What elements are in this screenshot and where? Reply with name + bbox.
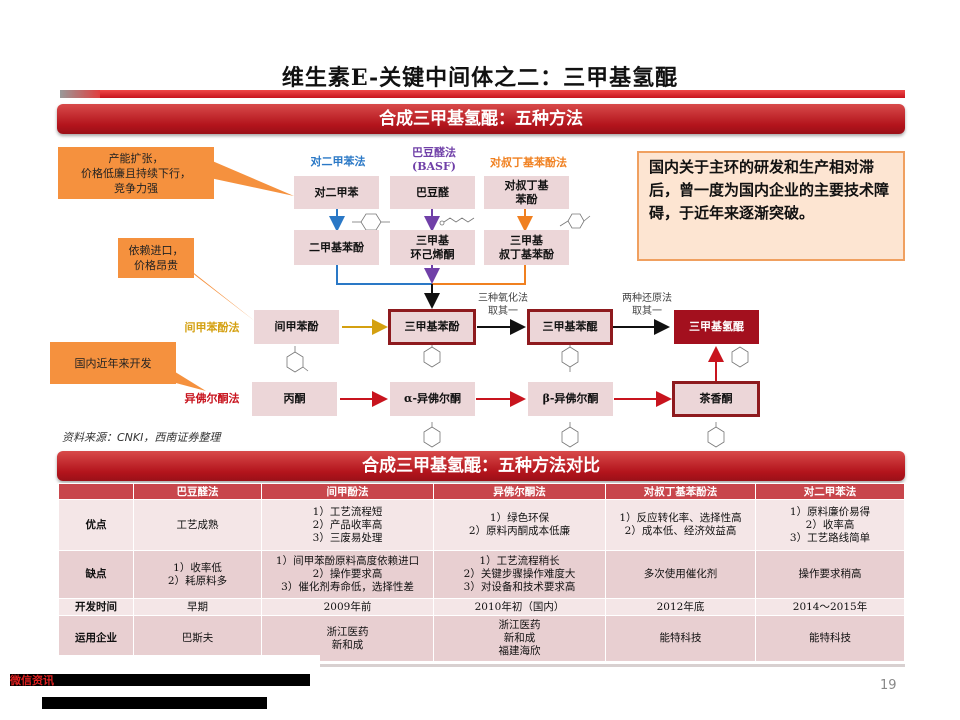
- source-note: 资料来源：CNKI，西南证券整理: [62, 431, 221, 444]
- table-cell: 1）工艺流程短 2）产品收率高 3）三废易处理: [261, 499, 434, 551]
- table-cell: 早期: [133, 598, 262, 616]
- table-header: 对叔丁基苯酚法: [605, 483, 756, 500]
- table-cell: 工艺成熟: [133, 499, 262, 551]
- table-row: 运用企业 巴斯夫 浙江医药 新和成 浙江医药 新和成 福建海欣 能特科技 能特科…: [58, 615, 905, 662]
- callout-isophorone: 国内近年来开发: [50, 342, 176, 384]
- method-label-crotonal-sub: (BASF): [412, 160, 456, 173]
- table-cell: 1）绿色环保 2）原料丙酮成本低廉: [433, 499, 606, 551]
- box-beta-isophorone: β-异佛尔酮: [528, 382, 613, 416]
- section-banner-methods: 合成三甲基氢醌：五种方法: [57, 104, 905, 134]
- method-label-mcresol: 间甲苯酚法: [184, 321, 240, 334]
- table-cell: 1）原料廉价易得 2）收率高 3）工艺路线简单: [755, 499, 905, 551]
- table-cell: 操作要求稍高: [755, 550, 905, 599]
- table-header: 间甲酚法: [261, 483, 434, 500]
- table-row: 开发时间 早期 2009年前 2010年初（国内） 2012年底 2014～20…: [58, 598, 905, 616]
- method-label-isophorone: 异佛尔酮法: [184, 392, 240, 405]
- table-cell: 2010年初（国内）: [433, 598, 606, 616]
- table-cell: 2009年前: [261, 598, 434, 616]
- table-header: [58, 483, 134, 500]
- title-underline: [60, 90, 905, 98]
- box-acetone: 丙酮: [252, 382, 337, 416]
- table-row: 缺点 1）收率低 2）耗原料多 1）间甲苯酚原料高度依赖进口 2）操作要求高 3…: [58, 550, 905, 599]
- callout-mcresol: 依赖进口， 价格昂贵: [118, 238, 194, 278]
- method-label-crotonal: 巴豆醛法: [412, 146, 456, 159]
- method-label-pxylene: 对二甲苯法: [310, 155, 366, 168]
- table-cell: 2014～2015年: [755, 598, 905, 616]
- footer-divider: [58, 664, 905, 667]
- row-label: 开发时间: [58, 598, 134, 616]
- table-row: 优点 工艺成熟 1）工艺流程短 2）产品收率高 3）三废易处理 1）绿色环保 2…: [58, 499, 905, 551]
- table-header: 异佛尔酮法: [433, 483, 606, 500]
- box-tbp: 对叔丁基 苯酚: [484, 176, 569, 209]
- box-trimethyl-tbp: 三甲基 叔丁基苯酚: [484, 230, 569, 265]
- table-cell: 2012年底: [605, 598, 756, 616]
- note-box: 国内关于主环的研发和生产相对滞后，曾一度为国内企业的主要技术障碍，于近年来逐渐突…: [637, 151, 905, 261]
- table-header-row: 巴豆醛法 间甲酚法 异佛尔酮法 对叔丁基苯酚法 对二甲苯法: [58, 483, 905, 500]
- table-cell: 1）反应转化率、选择性高 2）成本低、经济效益高: [605, 499, 756, 551]
- table-header: 对二甲苯法: [755, 483, 905, 500]
- box-crotonal: 巴豆醛: [390, 176, 475, 209]
- page-number: 19: [880, 678, 897, 693]
- footer-overlay: [0, 655, 320, 720]
- method-label-tbp: 对叔丁基苯酚法: [490, 156, 567, 169]
- comparison-table: 巴豆醛法 间甲酚法 异佛尔酮法 对叔丁基苯酚法 对二甲苯法 优点 工艺成熟 1）…: [58, 483, 905, 662]
- table-cell: 多次使用催化剂: [605, 550, 756, 599]
- box-trimethylhydroquinone: 三甲基氢醌: [674, 310, 759, 344]
- box-mcresol: 间甲苯酚: [254, 310, 339, 344]
- box-ketoisophorone: 茶香酮: [672, 381, 760, 417]
- row-label: 缺点: [58, 550, 134, 599]
- table-cell: 能特科技: [755, 615, 905, 662]
- redaction-bar: [10, 674, 310, 686]
- row-label: 优点: [58, 499, 134, 551]
- box-trimethylcyclohexenone: 三甲基 环己烯酮: [390, 230, 475, 265]
- table-cell: 1）工艺流程稍长 2）关键步骤操作难度大 3）对设备和技术要求高: [433, 550, 606, 599]
- step-oxidation-label: 三种氧化法 取其一: [478, 293, 528, 317]
- page-title: 维生素E-关键中间体之二：三甲基氢醌: [281, 65, 679, 91]
- row-label: 运用企业: [58, 615, 134, 662]
- title-underline-accent: [60, 90, 100, 98]
- box-alpha-isophorone: α-异佛尔酮: [390, 382, 475, 416]
- box-pxylene: 对二甲苯: [294, 176, 379, 209]
- table-header: 巴豆醛法: [133, 483, 262, 500]
- callout-pxylene: 产能扩张， 价格低廉且持续下行， 竞争力强: [58, 147, 214, 199]
- table-cell: 浙江医药 新和成: [261, 615, 434, 662]
- redaction-bar: [42, 697, 267, 709]
- table-cell: 1）间甲苯酚原料高度依赖进口 2）操作要求高 3）催化剂寿命低，选择性差: [261, 550, 434, 599]
- table-cell: 浙江医药 新和成 福建海欣: [433, 615, 606, 662]
- table-cell: 1）收率低 2）耗原料多: [133, 550, 262, 599]
- box-trimethylbenzoquinone: 三甲基苯醌: [527, 309, 613, 345]
- section-banner-comparison: 合成三甲基氢醌：五种方法对比: [57, 451, 905, 481]
- box-trimethylphenol: 三甲基苯酚: [388, 309, 476, 345]
- table-cell: 能特科技: [605, 615, 756, 662]
- box-dimethylphenol: 二甲基苯酚: [294, 230, 379, 265]
- watermark-text: 微信资讯: [10, 674, 54, 687]
- step-reduction-label: 两种还原法 取其一: [622, 293, 672, 317]
- table-cell: 巴斯夫: [133, 615, 262, 662]
